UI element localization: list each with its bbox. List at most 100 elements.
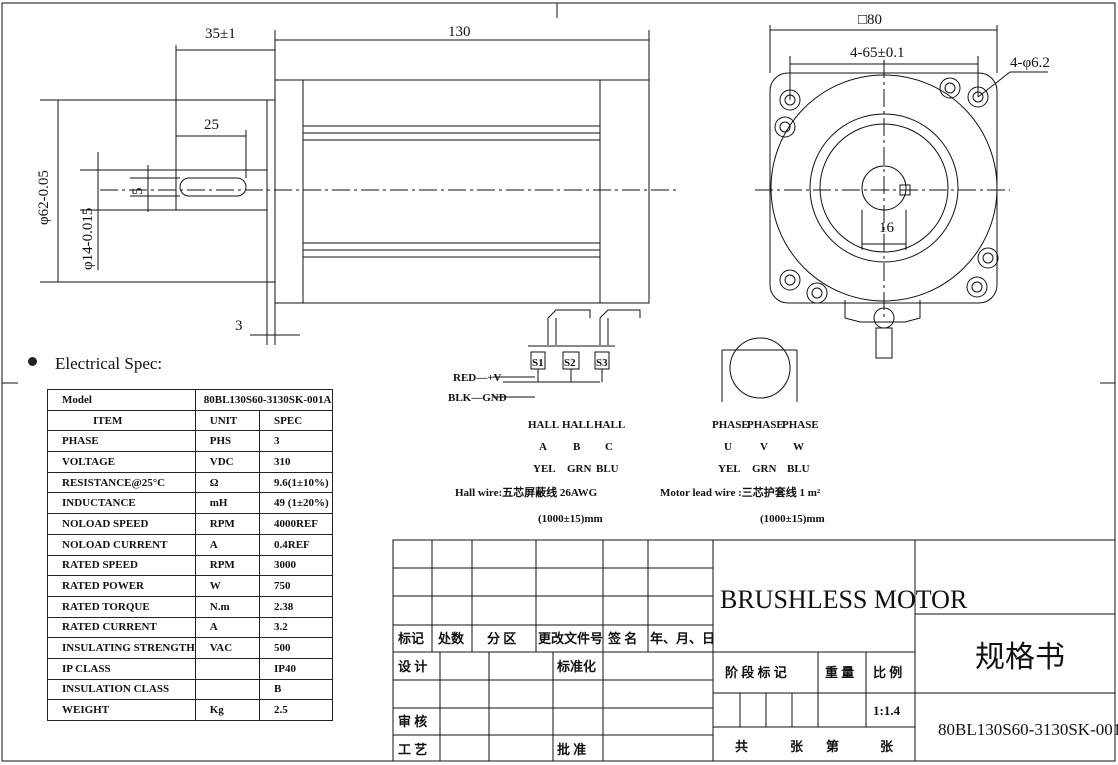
wire-red: RED—+V	[453, 372, 501, 384]
spec-value: 2.38	[259, 595, 333, 618]
dim-shaft-length: 35±1	[205, 26, 236, 42]
tb-mark: 标记	[397, 631, 424, 646]
spec-unit: Kg	[194, 699, 261, 721]
hall-wire-length: (1000±15)mm	[538, 513, 603, 525]
hall-letter-b: B	[573, 441, 581, 453]
tb-approve: 批 准	[557, 742, 586, 757]
spec-item: INDUCTANCE	[47, 492, 196, 515]
spec-unit: A	[194, 533, 261, 556]
spec-item: WEIGHT	[47, 699, 196, 721]
spec-item: RATED POWER	[47, 575, 196, 597]
hall-label-3: HALL	[594, 419, 625, 431]
keyway	[179, 177, 247, 197]
spec-item: NOLOAD CURRENT	[47, 533, 196, 556]
hall-s3: S3	[596, 357, 608, 369]
hall-s1: S1	[532, 357, 544, 369]
pilot	[266, 99, 276, 283]
motor-wire-length: (1000±15)mm	[760, 513, 825, 525]
spec-header-row: ITEM UNIT SPEC	[47, 409, 333, 432]
spec-unit: RPM	[194, 554, 261, 577]
tb-stage: 阶 段 标 记	[725, 665, 787, 680]
hall-label-2: HALL	[562, 419, 593, 431]
dim-flange: 3	[235, 318, 243, 334]
dim-bolt-spacing: 4-65±0.1	[850, 45, 904, 61]
hall-label-1: HALL	[528, 419, 559, 431]
tb-count: 处数	[437, 631, 465, 646]
phase-label-w: PHASE	[782, 419, 819, 431]
spec-unit: VAC	[194, 637, 261, 659]
dim-shaft-diameter: φ14-0.015	[80, 208, 96, 270]
tb-product-name: BRUSHLESS MOTOR	[720, 585, 968, 614]
tb-ratio-value: 1:1.4	[873, 703, 901, 718]
spec-item: INSULATION CLASS	[47, 678, 196, 701]
spec-unit: mH	[194, 492, 261, 515]
spec-item: RATED TORQUE	[47, 595, 196, 618]
tb-total: 共	[735, 739, 748, 754]
tb-design: 设 计	[398, 659, 427, 674]
tb-review: 审 核	[398, 714, 427, 729]
spec-unit: N.m	[194, 595, 261, 618]
spec-unit: Ω	[194, 471, 261, 494]
motor-wire-spec: Motor lead wire :三芯护套线 1 m²	[660, 485, 821, 499]
spec-unit	[194, 657, 261, 680]
spec-value: 500	[259, 637, 333, 659]
spec-unit: W	[194, 575, 261, 597]
phase-color-1: YEL	[718, 463, 741, 475]
motor-flange	[274, 79, 304, 304]
spec-title: Electrical Spec:	[28, 354, 162, 374]
spec-unit: A	[194, 616, 261, 639]
hall-s2: S2	[564, 357, 576, 369]
spec-item: NOLOAD SPEED	[47, 513, 196, 535]
hall-letter-c: C	[605, 441, 613, 453]
spec-item: RATED CURRENT	[47, 616, 196, 639]
spec-item: RESISTANCE@25°C	[47, 471, 196, 494]
tb-model: 80BL130S60-3130SK-001A	[938, 720, 1118, 739]
hall-color-3: BLU	[596, 463, 619, 475]
model-label: Model	[47, 389, 196, 411]
hall-wire-spec: Hall wire:五芯屏蔽线 26AWG	[455, 485, 598, 499]
model-value: 80BL130S60-3130SK-001A	[194, 389, 333, 411]
tb-page: 第	[826, 739, 839, 754]
tb-process: 工 艺	[398, 742, 427, 757]
title-block	[392, 539, 1116, 762]
spec-unit	[194, 678, 261, 701]
tb-weight: 重 量	[825, 665, 854, 680]
spec-value: 310	[259, 451, 333, 473]
spec-value: B	[259, 678, 333, 701]
phase-label-v: PHASE	[747, 419, 784, 431]
dim-key-height: 16	[879, 220, 895, 236]
phase-letter-w: W	[793, 441, 804, 453]
motor-body	[302, 79, 650, 304]
spec-row: INSULATION CLASS B	[47, 678, 333, 701]
phase-letter-v: V	[760, 441, 768, 453]
hall-color-1: YEL	[533, 463, 556, 475]
spec-value: 2.5	[259, 699, 333, 721]
spec-unit: VDC	[194, 451, 261, 473]
spec-value: IP40	[259, 657, 333, 680]
hall-color-2: GRN	[567, 463, 592, 475]
tb-standard: 标准化	[556, 659, 596, 674]
header-unit: UNIT	[194, 409, 261, 432]
phase-color-3: BLU	[787, 463, 810, 475]
spec-unit: PHS	[194, 430, 261, 453]
spec-unit: RPM	[194, 513, 261, 535]
dim-key-length: 25	[204, 117, 219, 133]
spec-item: PHASE	[47, 430, 196, 453]
spec-item: INSULATING STRENGTH	[47, 637, 196, 659]
spec-value: 750	[259, 575, 333, 597]
header-item: ITEM	[47, 409, 196, 432]
phase-label-u: PHASE	[712, 419, 749, 431]
dim-body-length: 130	[448, 24, 471, 40]
spec-value: 4000REF	[259, 513, 333, 535]
dim-body-diameter: φ62-0.05	[36, 170, 52, 225]
